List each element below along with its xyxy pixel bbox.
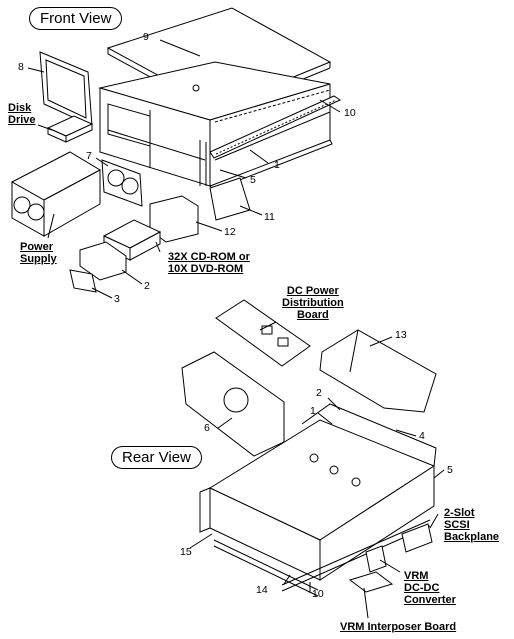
callout-15: 15 — [180, 546, 192, 558]
callout-11: 11 — [264, 211, 275, 223]
vrm-interposer-part — [348, 571, 394, 593]
fan-tray-part — [101, 159, 143, 207]
rear-fan-part-6 — [181, 351, 285, 457]
callout-4: 4 — [419, 430, 425, 442]
callout-1-front: 1 — [274, 159, 280, 171]
cdrom-drive-part — [102, 219, 162, 261]
dc-power-board-part — [215, 299, 311, 367]
callout-2-front: 2 — [144, 280, 150, 292]
callout-1-rear: 1 — [310, 405, 316, 417]
rear-view-title: Rear View — [111, 446, 202, 469]
callout-5-front: 5 — [250, 174, 256, 186]
leader-lines — [27, 39, 445, 619]
callout-5-rear: 5 — [447, 464, 453, 476]
card-cage-part-13 — [319, 329, 437, 413]
disk-drive-label: Disk Drive — [8, 102, 36, 126]
callout-12: 12 — [224, 226, 236, 238]
scsi-backplane-label: 2-Slot SCSI Backplane — [444, 507, 500, 543]
vrm-converter-part — [365, 545, 387, 573]
power-supply-label: Power Supply — [20, 241, 57, 265]
front-chassis-part — [98, 61, 333, 191]
callout-10-front: 10 — [344, 107, 356, 119]
rear-chassis-part — [199, 403, 437, 597]
vrm-interposer-label: VRM Interposer Board — [340, 621, 457, 633]
callout-7: 7 — [86, 150, 92, 162]
callout-8: 8 — [18, 61, 24, 73]
vrm-converter-label: VRM DC-DC Converter — [404, 570, 456, 606]
slide-rail-part — [209, 95, 342, 159]
power-supply-part — [10, 151, 102, 237]
callout-6: 6 — [204, 422, 210, 434]
front-view-title: Front View — [29, 7, 123, 30]
front-bezel-part — [39, 51, 93, 127]
callout-3: 3 — [114, 293, 120, 305]
callout-9: 9 — [143, 31, 149, 43]
blank-panel-part-3 — [69, 269, 97, 293]
card-part-11 — [209, 177, 251, 221]
disk-drive-part — [46, 115, 94, 143]
callout-2-rear: 2 — [316, 387, 322, 399]
dc-power-board-label: DC Power Distribution Board — [282, 285, 344, 321]
callout-14: 14 — [256, 584, 268, 596]
callout-10-rear: 10 — [312, 588, 324, 600]
callout-13: 13 — [395, 329, 407, 341]
scsi-backplane-part — [401, 523, 433, 553]
cdrom-label: 32X CD-ROM or 10X DVD-ROM — [168, 251, 250, 275]
filler-panel-part-2 — [79, 241, 127, 281]
